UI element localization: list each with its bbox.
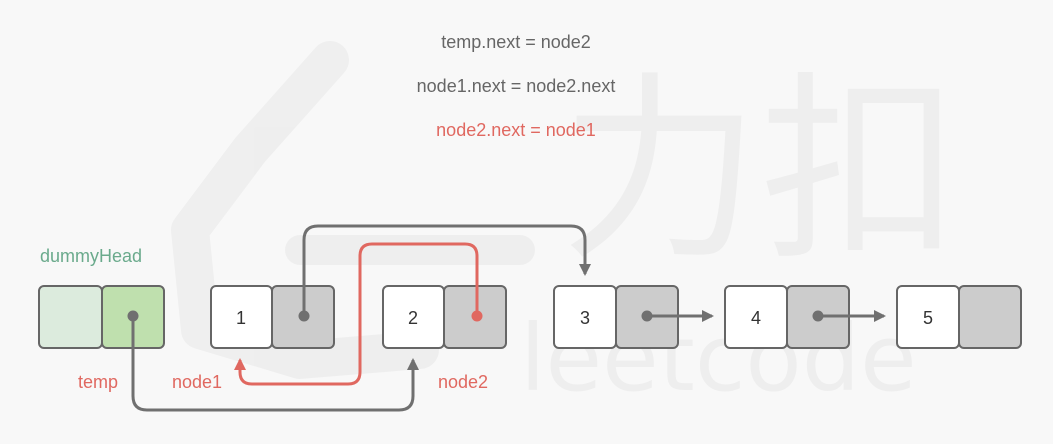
node-4-value: 4 — [751, 308, 761, 328]
dummy-head-node — [38, 285, 165, 349]
node2-next-arrow — [234, 242, 479, 386]
node-1-pointer-dot — [298, 310, 310, 322]
node-1-value: 1 — [236, 308, 246, 328]
dummy-head-value-cell — [38, 285, 103, 349]
node2-label: node2 — [438, 372, 488, 392]
node-2-value: 2 — [408, 308, 418, 328]
node-3-value: 3 — [580, 308, 590, 328]
temp-label: temp — [78, 372, 118, 392]
node-2-pointer-dot — [471, 310, 483, 322]
node-4-pointer-dot — [812, 310, 824, 322]
dummy-head-pointer-dot — [127, 310, 139, 322]
list-node-2: 2 — [382, 285, 507, 349]
list-node-1: 1 — [210, 285, 335, 349]
node-3-pointer-dot — [641, 310, 653, 322]
node1-label: node1 — [172, 372, 222, 392]
code-line-3-highlighted: node2.next = node1 — [436, 120, 596, 140]
code-line-1: temp.next = node2 — [441, 32, 591, 52]
node1-next-arrow — [302, 224, 591, 316]
node-5-value: 5 — [923, 308, 933, 328]
node-5-next-cell — [958, 285, 1022, 349]
code-line-2: node1.next = node2.next — [417, 76, 616, 96]
watermark-brand-cn: 力扣 — [560, 55, 960, 288]
list-node-5: 5 — [896, 285, 1022, 349]
dummy-head-label: dummyHead — [40, 246, 142, 266]
temp-next-arrow — [131, 316, 419, 412]
